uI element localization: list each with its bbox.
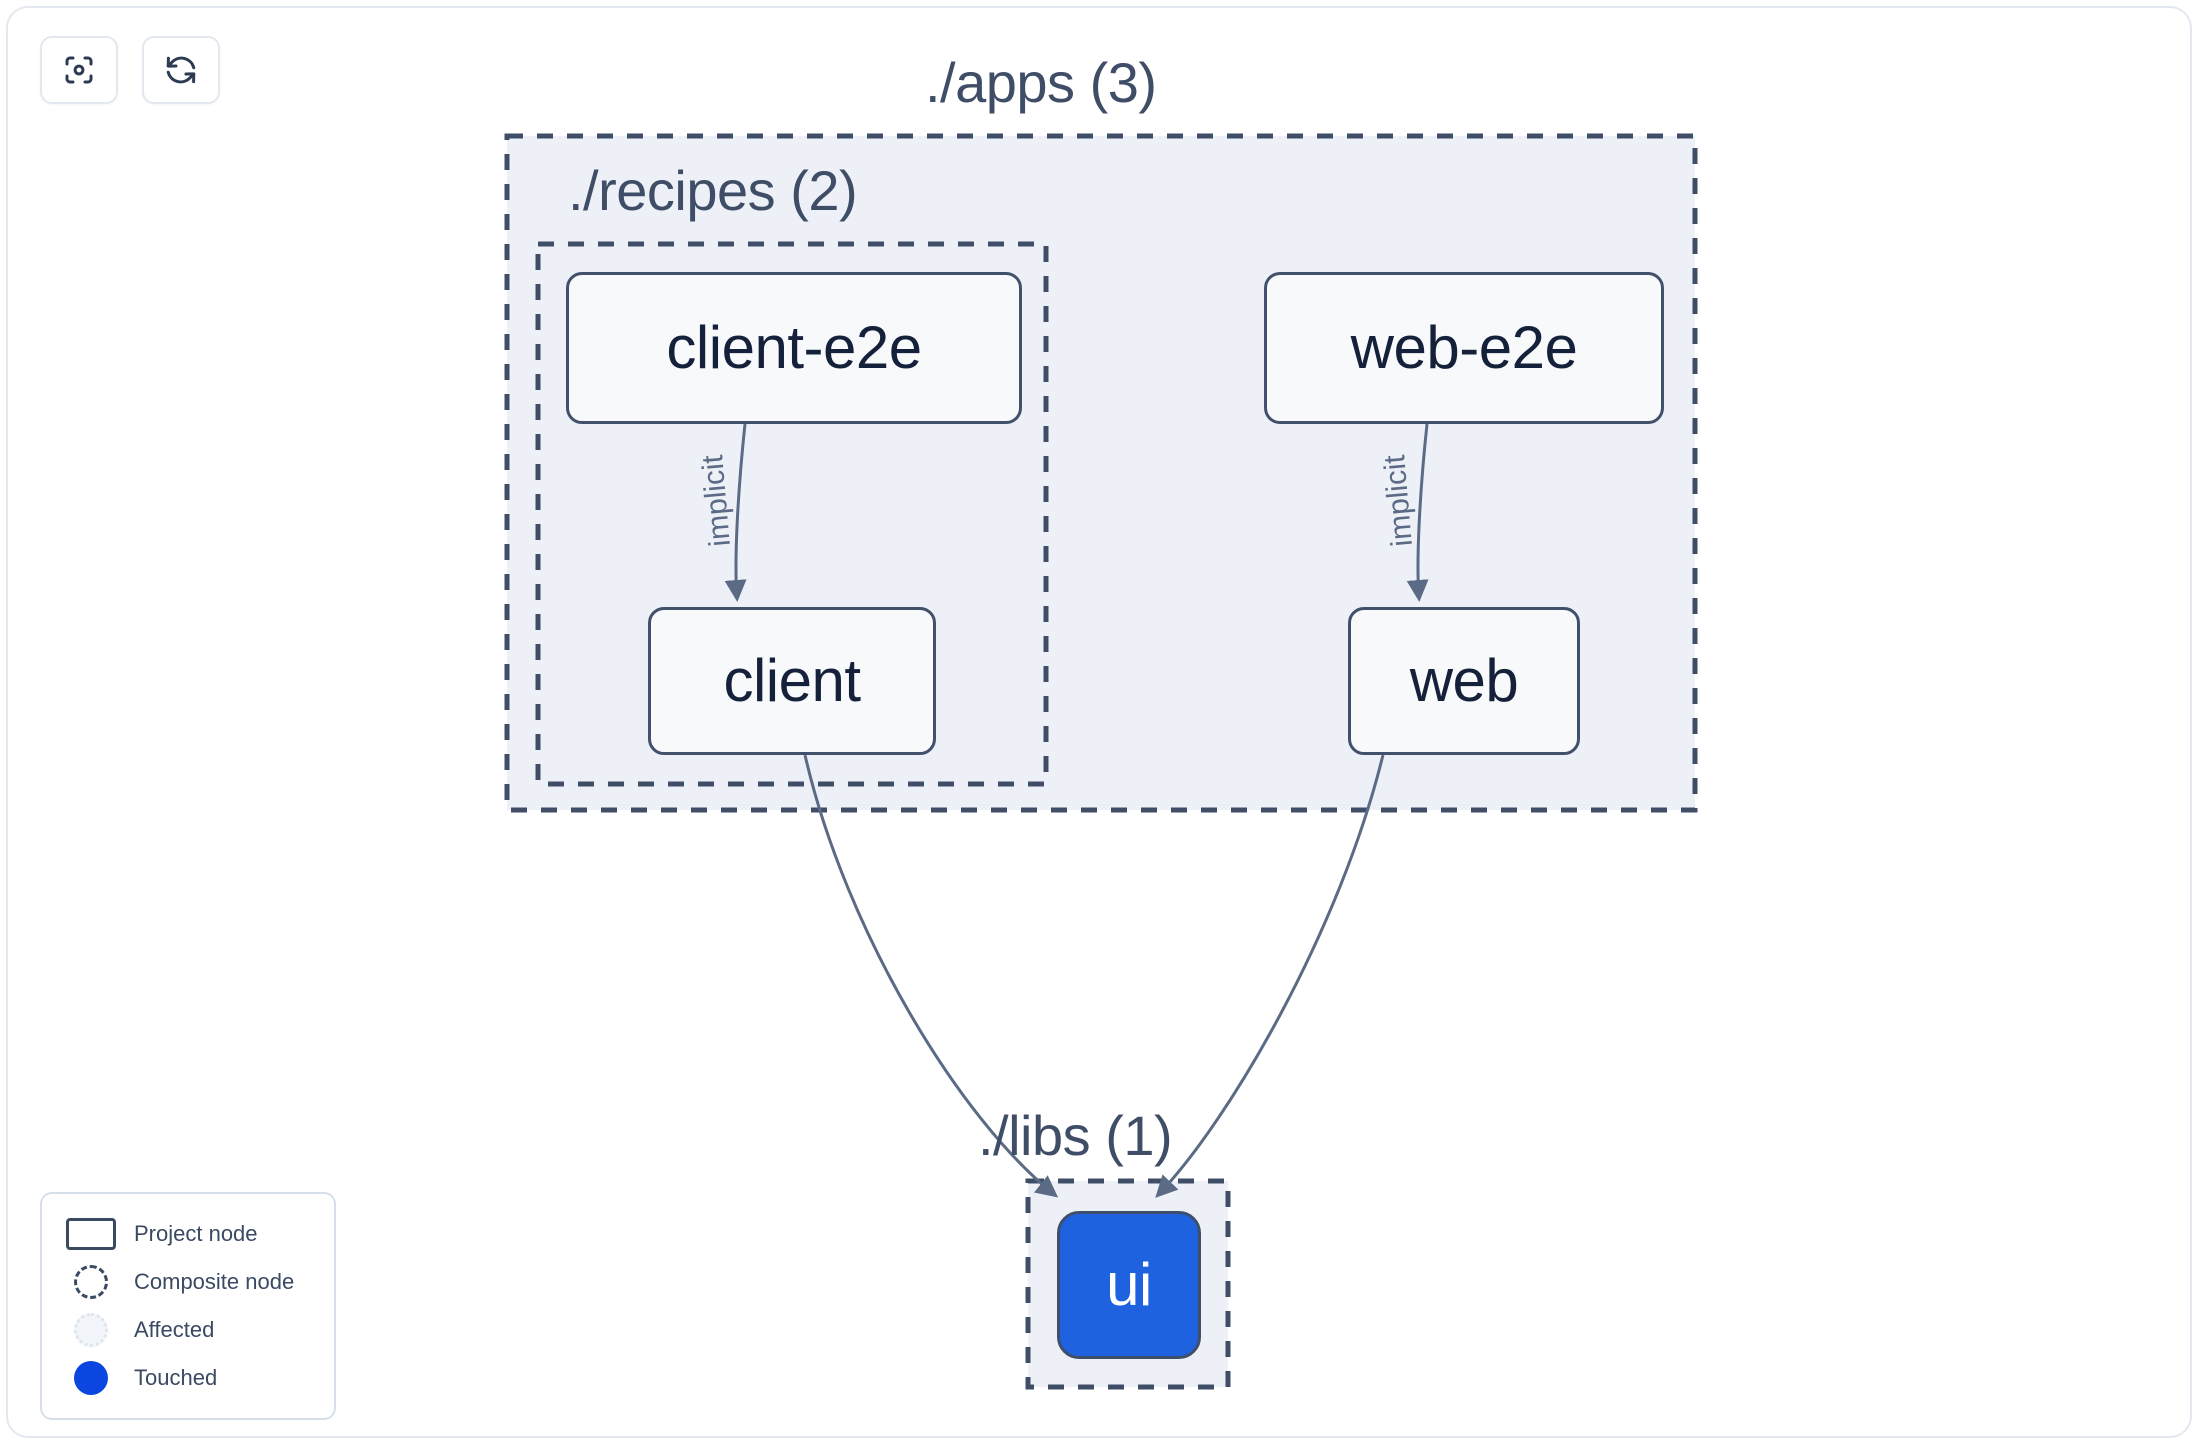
focus-scan-icon: [61, 52, 97, 88]
legend-item-touched: Touched: [60, 1354, 320, 1402]
focus-graph-button[interactable]: [40, 36, 118, 104]
legend-item-project-node: Project node: [60, 1210, 320, 1258]
edge-label-web-implicit: implicit: [1378, 453, 1419, 548]
edge-client-e2e-to-client: [724, 423, 747, 602]
graph-toolbar: [40, 36, 220, 104]
group-label-apps: ./apps (3): [925, 51, 1157, 114]
project-node-swatch: [60, 1218, 122, 1250]
touched-swatch: [60, 1361, 122, 1395]
node-client-e2e[interactable]: client-e2e: [566, 272, 1022, 424]
refresh-icon: [163, 52, 199, 88]
node-client[interactable]: client: [648, 607, 936, 755]
legend-label-touched: Touched: [134, 1365, 218, 1390]
node-label-ui: ui: [1106, 1251, 1152, 1318]
legend-item-affected: Affected: [60, 1306, 320, 1354]
edge-web-e2e-to-web: [1406, 423, 1429, 602]
group-label-recipes: ./recipes (2): [568, 159, 858, 222]
group-label-libs: ./libs (1): [978, 1104, 1173, 1167]
graph-legend: Project node Composite node Affected Tou…: [40, 1192, 336, 1420]
node-ui[interactable]: ui: [1057, 1211, 1201, 1359]
node-web-e2e[interactable]: web-e2e: [1264, 272, 1664, 424]
refresh-graph-button[interactable]: [142, 36, 220, 104]
edge-label-client-implicit: implicit: [696, 453, 737, 548]
legend-label-affected: Affected: [134, 1317, 215, 1342]
legend-item-composite-node: Composite node: [60, 1258, 320, 1306]
node-web[interactable]: web: [1348, 607, 1580, 755]
legend-label-composite-node: Composite node: [134, 1269, 295, 1294]
composite-node-swatch: [60, 1265, 122, 1299]
node-label-web-e2e: web-e2e: [1350, 314, 1578, 381]
node-label-client-e2e: client-e2e: [666, 314, 922, 381]
affected-swatch: [60, 1313, 122, 1347]
edge-web-to-ui: [1155, 754, 1385, 1198]
node-label-web: web: [1409, 647, 1519, 714]
node-label-client: client: [723, 647, 861, 714]
edge-client-to-ui: [803, 754, 1059, 1198]
legend-label-project-node: Project node: [134, 1221, 258, 1246]
